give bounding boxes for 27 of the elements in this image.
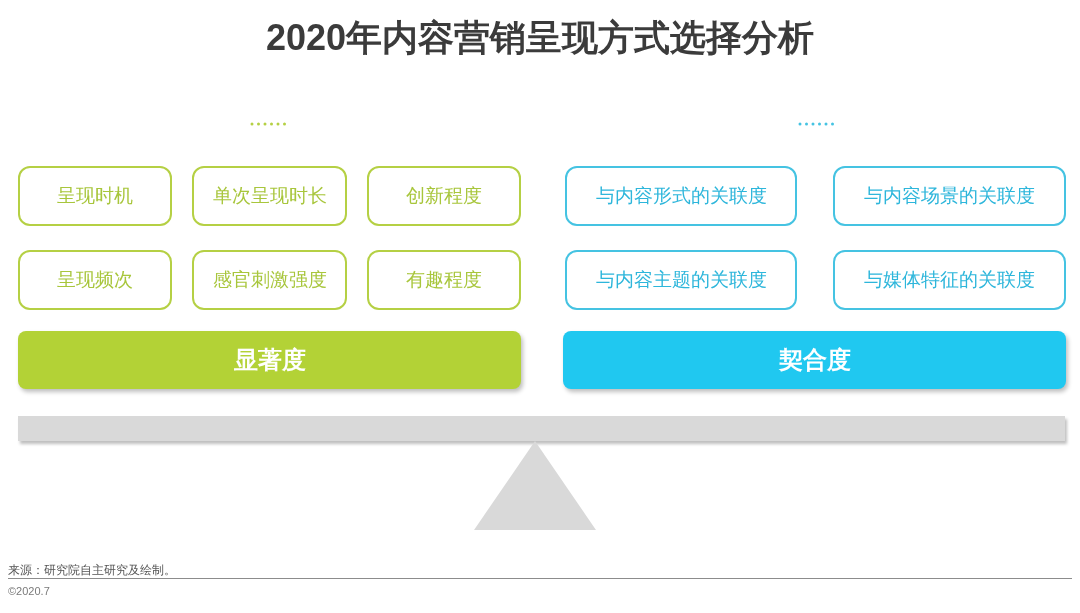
category-label: 契合度 — [778, 345, 851, 375]
criterion-box — [18, 250, 172, 310]
copyright-note: ©2020.7 — [8, 585, 50, 597]
criterion-box — [833, 250, 1066, 310]
criterion-label: 感官刺激强度 — [212, 268, 327, 292]
title: 2020年内容营销呈现方式选择分析 — [265, 16, 815, 60]
criterion-box — [367, 250, 521, 310]
criterion-label: 呈现频次 — [57, 268, 133, 292]
criterion-box — [192, 166, 347, 226]
criterion-label: 与内容主题的关联度 — [595, 268, 767, 292]
category-bar — [563, 331, 1066, 389]
source-note: 来源：研究院自主研究及绘制。 — [8, 562, 176, 579]
criterion-box — [565, 250, 797, 310]
criterion-box — [367, 166, 521, 226]
category-bar — [18, 331, 521, 389]
criterion-box — [18, 166, 172, 226]
criterion-label: 单次呈现时长 — [212, 184, 327, 208]
criterion-label: 有趣程度 — [406, 268, 482, 292]
criterion-box — [565, 166, 797, 226]
criterion-box — [192, 250, 347, 310]
criterion-label: 与内容场景的关联度 — [864, 184, 1035, 208]
category-label: 显著度 — [233, 345, 306, 375]
criterion-label: 创新程度 — [406, 184, 482, 208]
criterion-box — [833, 166, 1066, 226]
criterion-label: 呈现时机 — [57, 184, 133, 208]
criterion-label: 与媒体特征的关联度 — [864, 268, 1035, 292]
criterion-label: 与内容形式的关联度 — [595, 184, 767, 208]
